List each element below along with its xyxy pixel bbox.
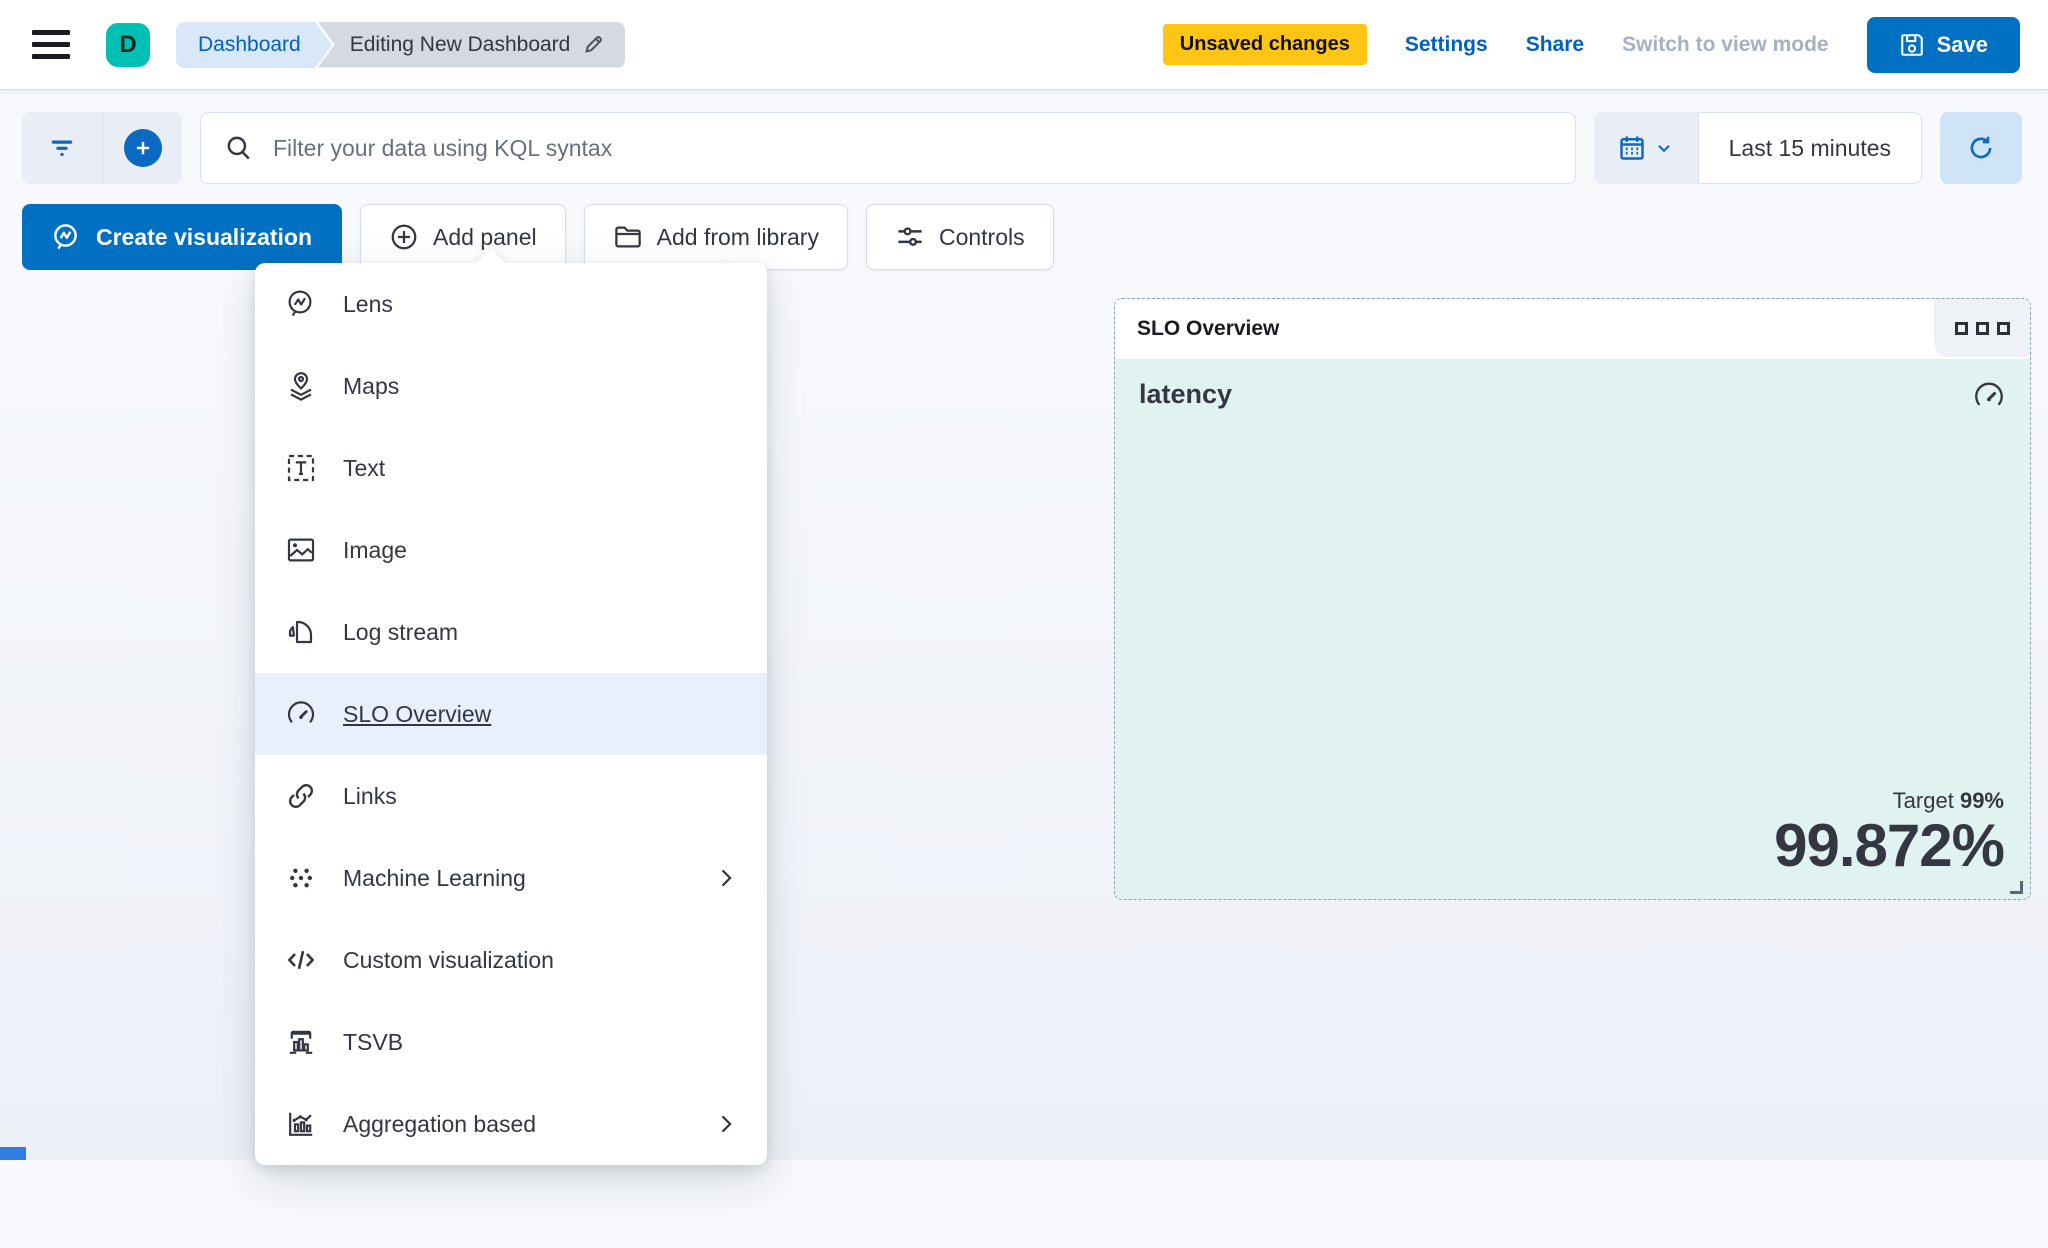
unsaved-changes-badge: Unsaved changes	[1162, 24, 1367, 65]
menu-item-slo-overview[interactable]: SLO Overview	[255, 673, 767, 755]
settings-link[interactable]: Settings	[1404, 32, 1488, 56]
save-floppy-icon	[1900, 33, 1923, 56]
search-icon	[227, 136, 250, 160]
plus-circle-icon	[123, 129, 162, 167]
slo-card[interactable]: latency Target 99% 99.872%	[1115, 359, 2030, 899]
time-range-value[interactable]: Last 15 minutes	[1697, 112, 1922, 184]
menu-item-custom-visualization[interactable]: Custom visualization	[255, 919, 767, 1001]
topbar-actions: Unsaved changes Settings Share Switch to…	[1162, 16, 2020, 73]
menu-item-label: Image	[343, 536, 407, 563]
refresh-icon	[1970, 136, 1992, 159]
maps-icon	[285, 370, 317, 402]
folder-icon	[614, 226, 641, 248]
refresh-button[interactable]	[1940, 112, 2022, 184]
query-bar: Last 15 minutes	[0, 90, 2048, 184]
chevron-down-icon	[1658, 145, 1670, 153]
menu-item-label: SLO Overview	[343, 700, 492, 727]
menu-item-machine-learning[interactable]: Machine Learning	[255, 837, 767, 919]
tsvb-icon	[285, 1026, 317, 1058]
calendar-icon	[1620, 136, 1644, 160]
time-picker: Last 15 minutes	[1593, 112, 1922, 184]
menu-item-label: TSVB	[343, 1028, 404, 1055]
slo-observed-value: 99.872%	[1774, 812, 2005, 880]
link-icon	[285, 780, 317, 812]
menu-item-label: Custom visualization	[343, 946, 554, 973]
panel-corner-peek	[0, 1147, 26, 1160]
plus-in-circle-icon	[391, 224, 417, 250]
menu-item-label: Machine Learning	[343, 864, 526, 891]
breadcrumb: Dashboard Editing New Dashboard	[176, 21, 626, 68]
breadcrumb-current[interactable]: Editing New Dashboard	[317, 21, 626, 68]
aggregation-icon	[285, 1108, 317, 1140]
panel-resize-handle[interactable]	[2010, 881, 2023, 894]
menu-item-label: Aggregation based	[343, 1110, 537, 1137]
filter-button[interactable]	[22, 112, 102, 184]
slo-target: Target 99%	[1892, 788, 2004, 814]
code-icon	[285, 944, 317, 976]
add-filter-button[interactable]	[102, 112, 182, 184]
pencil-icon	[585, 36, 603, 53]
menu-item-tsvb[interactable]: TSVB	[255, 1001, 767, 1083]
controls-button[interactable]: Controls	[865, 204, 1054, 270]
save-button[interactable]: Save	[1866, 16, 2020, 73]
chevron-right-icon	[721, 1115, 732, 1133]
text-icon	[285, 452, 317, 484]
kql-search-input[interactable]	[273, 134, 1551, 162]
date-quick-select-button[interactable]	[1593, 112, 1698, 184]
panel-header: SLO Overview	[1115, 299, 2030, 359]
menu-item-label: Links	[343, 782, 397, 809]
add-from-library-button[interactable]: Add from library	[583, 204, 848, 270]
add-panel-menu: Lens Maps Text	[255, 263, 767, 1165]
kql-search-box	[200, 112, 1576, 184]
menu-item-image[interactable]: Image	[255, 509, 767, 591]
avatar[interactable]: D	[106, 22, 150, 67]
image-icon	[285, 534, 317, 566]
boxes-menu-icon	[1954, 321, 1968, 335]
menu-item-label: Lens	[343, 290, 393, 317]
filter-icon	[51, 140, 73, 157]
menu-item-label: Maps	[343, 372, 400, 399]
controls-sliders-icon	[898, 227, 922, 246]
chevron-right-icon	[721, 869, 732, 887]
lens-icon	[54, 224, 77, 250]
menu-item-label: Log stream	[343, 618, 459, 645]
slo-target-value: 99%	[1959, 788, 2004, 814]
menu-item-lens[interactable]: Lens	[255, 263, 767, 345]
slo-name: latency	[1139, 379, 1233, 409]
dashboard-toolbar: Create visualization Add panel Add from …	[0, 184, 2048, 270]
log-stream-icon	[285, 616, 317, 648]
dashboard-canvas: Lens Maps Text	[0, 263, 2048, 1165]
breadcrumb-current-label: Editing New Dashboard	[349, 32, 571, 56]
menu-item-text[interactable]: Text	[255, 427, 767, 509]
filter-controls-group	[22, 112, 182, 184]
menu-item-links[interactable]: Links	[255, 755, 767, 837]
menu-item-aggregation-based[interactable]: Aggregation based	[255, 1083, 767, 1165]
slo-metrics: Target 99% 99.872%	[1774, 788, 2005, 880]
gauge-icon	[285, 698, 317, 730]
lens-icon	[285, 288, 317, 320]
panel-options-button[interactable]	[1934, 299, 2030, 357]
panel-title: SLO Overview	[1137, 317, 1280, 340]
slo-overview-panel[interactable]: SLO Overview latency Target 99% 99.872%	[1114, 298, 2031, 900]
menu-item-log-stream[interactable]: Log stream	[255, 591, 767, 673]
switch-to-view-mode-link[interactable]: Switch to view mode	[1622, 32, 1829, 56]
add-panel-button[interactable]: Add panel	[360, 204, 566, 270]
share-link[interactable]: Share	[1525, 32, 1585, 56]
machine-learning-icon	[285, 862, 317, 894]
create-visualization-button[interactable]: Create visualization	[22, 204, 343, 270]
menu-hamburger-icon[interactable]	[32, 23, 76, 67]
menu-item-maps[interactable]: Maps	[255, 345, 767, 427]
menu-item-label: Text	[343, 454, 386, 481]
top-navigation-bar: D Dashboard Editing New Dashboard Unsave…	[0, 0, 2048, 90]
breadcrumb-dashboard[interactable]: Dashboard	[176, 21, 332, 68]
gauge-icon	[1975, 382, 2003, 406]
